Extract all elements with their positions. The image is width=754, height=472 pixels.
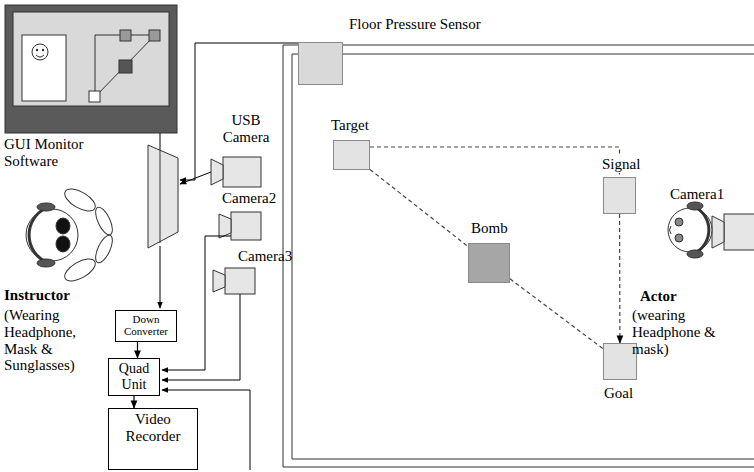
device-box: Video Recorder (108, 408, 198, 470)
pc-tower-part (160, 133, 161, 150)
path-line (370, 147, 620, 177)
part-label: Camera3 (238, 248, 292, 265)
camera2-icon-part (219, 214, 231, 238)
pc-tower (148, 133, 178, 248)
bomb-marker: Bomb (468, 243, 510, 283)
instructor-figure-part (29, 208, 46, 262)
instructor-figure-part (56, 236, 70, 252)
part-label: Camera1 (670, 186, 724, 203)
usb-camera-icon-part (211, 159, 223, 185)
signal-connector (133, 396, 134, 408)
gui-monitor-part (5, 5, 177, 133)
actor-figure-part (687, 202, 703, 210)
usb-camera-icon (211, 157, 261, 187)
part-label: (Wearing Headphone, Mask & Sunglasses) (4, 307, 110, 374)
gui-monitor-part (32, 44, 48, 60)
gui-monitor-part (119, 60, 132, 73)
marker-label: Target (331, 117, 369, 134)
path-line (510, 279, 603, 349)
part-label: USB Camera (216, 112, 276, 146)
marker-label: Goal (604, 385, 633, 402)
actor-figure-part (695, 207, 709, 253)
camera1-icon-part (724, 214, 754, 250)
usb-camera-icon-part (223, 157, 261, 187)
signal-wire-part (180, 172, 211, 184)
gui-monitor-part (89, 91, 100, 102)
room-wall-part (292, 54, 754, 459)
gui-monitor-part (13, 12, 169, 106)
actor-figure (668, 202, 712, 258)
camera2-icon-part (231, 212, 261, 240)
path-line (619, 214, 621, 343)
gui-monitor-part (22, 35, 66, 101)
marker-label: Signal (600, 156, 642, 173)
instructor-figure-part (92, 205, 116, 237)
instructor-figure-part (37, 259, 55, 267)
room-wall-part (283, 45, 754, 467)
gui-monitor-part (36, 49, 38, 51)
pc-tower-part (148, 145, 178, 248)
gui-monitor-part (36, 55, 44, 57)
room-wall (283, 45, 754, 467)
signal-wire-part (162, 236, 231, 370)
signal-wire-part (160, 246, 161, 308)
instructor-figure-part (61, 255, 98, 286)
actor-figure-part (670, 226, 672, 234)
instructor-figure-part (26, 209, 78, 261)
instructor-figure-part (61, 185, 98, 216)
part-label: (wearing Headphone & mask) (632, 307, 724, 357)
camera3-icon-part (213, 270, 225, 292)
pc-tower-part (160, 150, 161, 243)
gui-monitor-part (42, 49, 44, 51)
floor-sensor: Floor Pressure Sensor (298, 42, 343, 85)
signal-wire (160, 43, 298, 470)
device-box: Down Converter (115, 310, 177, 342)
actor-figure-part (668, 208, 712, 252)
part-label: Camera2 (222, 190, 276, 207)
signal-wire-part (180, 43, 298, 180)
signal-connector (137, 342, 138, 358)
instructor-figure-part (92, 233, 116, 265)
signal-marker: Signal (603, 177, 636, 214)
marker-label: Bomb (471, 220, 508, 237)
box-label: Down Converter (119, 313, 173, 338)
marker-label: Floor Pressure Sensor (349, 16, 481, 33)
gui-monitor (5, 5, 177, 133)
device-box: Quad Unit (108, 358, 160, 396)
gui-monitor-part (120, 30, 131, 41)
box-label: Video Recorder (112, 411, 194, 445)
target-marker: Target (333, 140, 370, 170)
role-name: Actor (640, 288, 677, 305)
path-line (370, 170, 468, 247)
camera1-icon (712, 214, 754, 250)
gui-monitor-part (149, 30, 160, 41)
part-label: GUI Monitor Software (4, 136, 92, 170)
gui-monitor-part (95, 35, 155, 97)
actor-figure-part (675, 218, 683, 226)
instructor-figure (26, 185, 116, 286)
instructor-figure-part (37, 203, 55, 211)
role-name: Instructor (4, 287, 70, 304)
goal-marker: Goal (603, 343, 637, 380)
box-label: Quad Unit (112, 361, 156, 392)
actor-figure-part (675, 234, 683, 242)
actor-figure-part (687, 250, 703, 258)
instructor-figure-part (56, 218, 70, 234)
camera3-icon-part (225, 268, 255, 294)
camera1-icon-part (712, 216, 724, 248)
camera3-icon (213, 268, 255, 294)
